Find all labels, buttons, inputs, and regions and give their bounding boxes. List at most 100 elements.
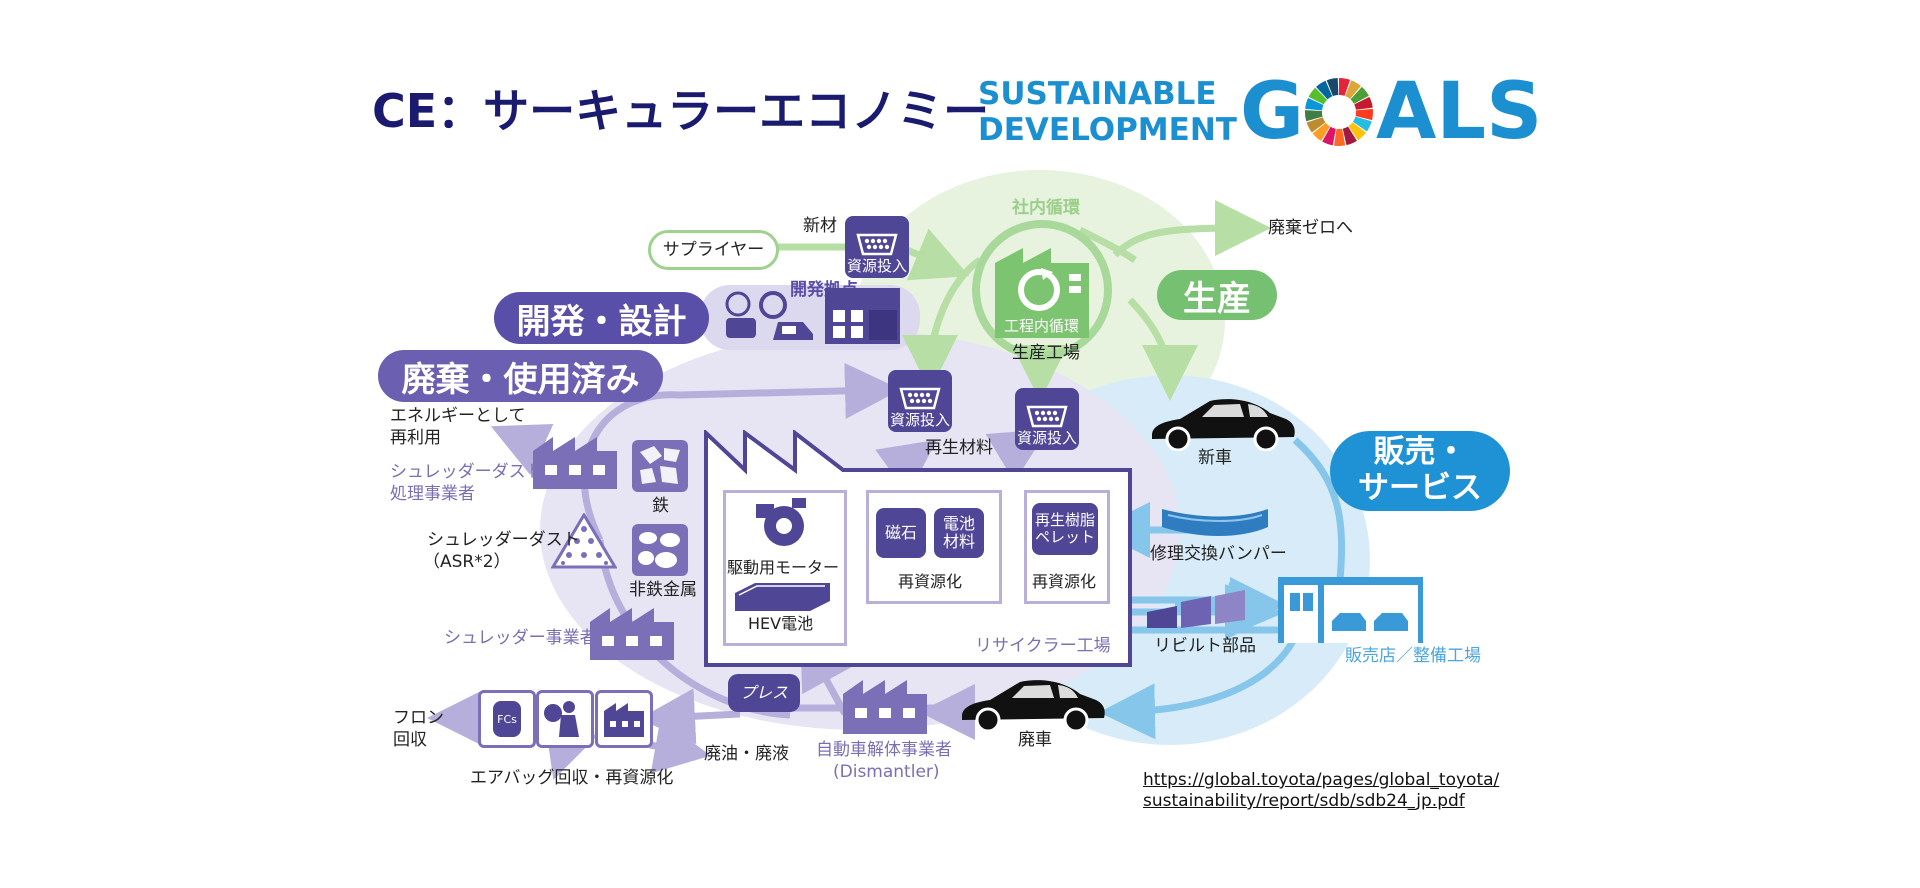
resource-basket-icon	[856, 233, 898, 255]
drive-motor-label: 駆動用モーター	[727, 558, 840, 577]
source-link-line1[interactable]: https://global.toyota/pages/global_toyot…	[1143, 770, 1500, 790]
sdg-wheel-segment	[1345, 80, 1361, 100]
dismantler-line2: (Dismantler)	[833, 762, 940, 782]
nonferrous-label: 非鉄金属	[629, 580, 697, 600]
hev-battery-label: HEV電池	[748, 614, 814, 633]
sdg-wheel-segment	[1355, 108, 1373, 121]
press-chip: プレス	[728, 674, 800, 712]
sdg-wheel-segment	[1308, 87, 1328, 105]
repair-bumper-icon	[1162, 509, 1268, 536]
scrap-car-label: 廃車	[1018, 730, 1052, 750]
stage-sales-line2: サービス	[1358, 470, 1482, 506]
sdg-wheel-segment	[1326, 78, 1339, 97]
new-car-label: 新車	[1198, 448, 1232, 468]
shredder-dust-icon	[551, 513, 617, 569]
pellet-line2: ペレット	[1034, 528, 1095, 546]
stage-production: 生産	[1157, 270, 1277, 320]
shredder-dust-label: シュレッダーダスト	[427, 530, 580, 550]
sdg-wheel-icon	[1305, 78, 1373, 146]
resource-input-left: 資源投入	[888, 370, 952, 432]
drive-motor-icon	[756, 498, 806, 546]
magnet-chip: 磁石	[876, 508, 926, 558]
freon-line1: フロン	[393, 708, 444, 728]
resource-basket-icon	[899, 387, 941, 409]
recycling-label-1: 再資源化	[898, 572, 963, 591]
internal-cycle-label: 社内循環	[1012, 198, 1080, 218]
freon-line2: 回収	[393, 730, 427, 750]
fcs-box: FCs	[478, 690, 536, 748]
dev-building-icon	[825, 288, 900, 344]
resource-input-label: 資源投入	[889, 410, 950, 429]
sdg-line2: DEVELOPMENT	[978, 112, 1237, 148]
resource-input-top: 資源投入	[845, 216, 909, 278]
shredder-dust-processor-line2: 処理事業者	[390, 484, 475, 504]
airbag-label: エアバッグ回収・再資源化	[470, 768, 674, 788]
energy-reuse-line2: 再利用	[390, 428, 441, 448]
hev-battery-icon	[735, 583, 830, 611]
sdg-goals-g: G	[1240, 67, 1305, 157]
nonferrous-icon	[632, 524, 688, 576]
supplier-pill: サプライヤー	[648, 230, 779, 270]
resource-basket-icon	[1026, 405, 1068, 427]
sdg-wheel-segment	[1333, 128, 1346, 146]
recycling-label-2: 再資源化	[1032, 572, 1097, 591]
sdg-wheel-segment	[1342, 126, 1357, 146]
sdg-wheel-segment	[1322, 126, 1336, 146]
battery-material-line2: 材料	[942, 532, 975, 551]
airbag-icon	[544, 701, 579, 737]
supplier-label: サプライヤー	[662, 239, 765, 260]
sdg-logo: SUSTAINABLE DEVELOPMENT G ALS	[978, 67, 1542, 157]
stage-disposal: 廃棄・使用済み	[378, 350, 663, 402]
new-material-label: 新材	[803, 216, 837, 236]
production-plant-ring	[972, 220, 1112, 360]
dismantler-line1: 自動車解体事業者	[816, 740, 952, 760]
source-link-line2[interactable]: sustainability/report/sdb/sdb24_jp.pdf	[1143, 791, 1465, 811]
sdg-wheel-segment	[1352, 116, 1372, 132]
sdg-wheel-segment	[1312, 122, 1331, 141]
sdg-wheel-segment	[1306, 117, 1326, 133]
energy-reuse-line1: エネルギーとして	[390, 406, 526, 426]
small-factory-icon	[604, 703, 644, 737]
sdg-wheel-segment	[1339, 78, 1351, 96]
airbag-box	[536, 690, 594, 748]
shredder-dust-processor-factory-icon	[533, 437, 617, 489]
dealer-label: 販売店／整備工場	[1345, 646, 1481, 666]
sdg-wheel-segment	[1305, 110, 1323, 122]
asr-label: （ASR*2）	[423, 552, 511, 572]
battery-material-line1: 電池	[942, 513, 975, 533]
plant-box	[595, 690, 653, 748]
iron-icon	[632, 440, 688, 492]
sdg-line1: SUSTAINABLE	[978, 76, 1217, 112]
resource-input-label: 資源投入	[1016, 428, 1077, 447]
new-car-icon	[1152, 399, 1295, 451]
stage-sales: 販売・ サービス	[1330, 431, 1510, 511]
sdg-wheel-segment	[1350, 86, 1369, 104]
process-cycle-label: 工程内循環	[1004, 317, 1080, 335]
sdg-wheel-segment	[1305, 97, 1324, 111]
fcs-canister-icon: FCs	[493, 701, 521, 737]
rebuilt-parts-label: リビルト部品	[1154, 636, 1256, 656]
dealer-building-icon	[1278, 577, 1423, 643]
repair-bumper-label: 修理交換バンパー	[1150, 544, 1287, 564]
production-plant-label: 生産工場	[1012, 343, 1080, 363]
recycler-plant-label: リサイクラー工場	[975, 636, 1111, 656]
sdg-wheel-segment	[1316, 80, 1333, 100]
sdg-goals-rest: ALS	[1376, 67, 1543, 157]
waste-oil-label: 廃油・廃液	[704, 744, 789, 764]
pellet-chip: 再生樹脂 ペレット	[1032, 503, 1098, 555]
resource-input-right: 資源投入	[1015, 388, 1079, 450]
battery-material-chip: 電池 材料	[934, 508, 984, 558]
rebuilt-parts-icon	[1147, 590, 1245, 628]
page-title: CE：サーキュラーエコノミー	[372, 84, 990, 138]
pellet-line1: 再生樹脂	[1034, 510, 1095, 529]
sdg-wheel-segment	[1348, 122, 1367, 141]
dev-parts-icon	[725, 291, 813, 340]
shredder-dust-processor-line1: シュレッダーダスト	[390, 462, 543, 482]
shredder-operator-label: シュレッダー事業者	[444, 628, 597, 648]
sdg-wheel-segment	[1354, 96, 1373, 110]
dismantler-factory-icon	[843, 680, 927, 734]
iron-label: 鉄	[652, 496, 669, 516]
zero-waste-label: 廃棄ゼロへ	[1268, 218, 1353, 238]
production-factory-icon	[995, 248, 1089, 338]
